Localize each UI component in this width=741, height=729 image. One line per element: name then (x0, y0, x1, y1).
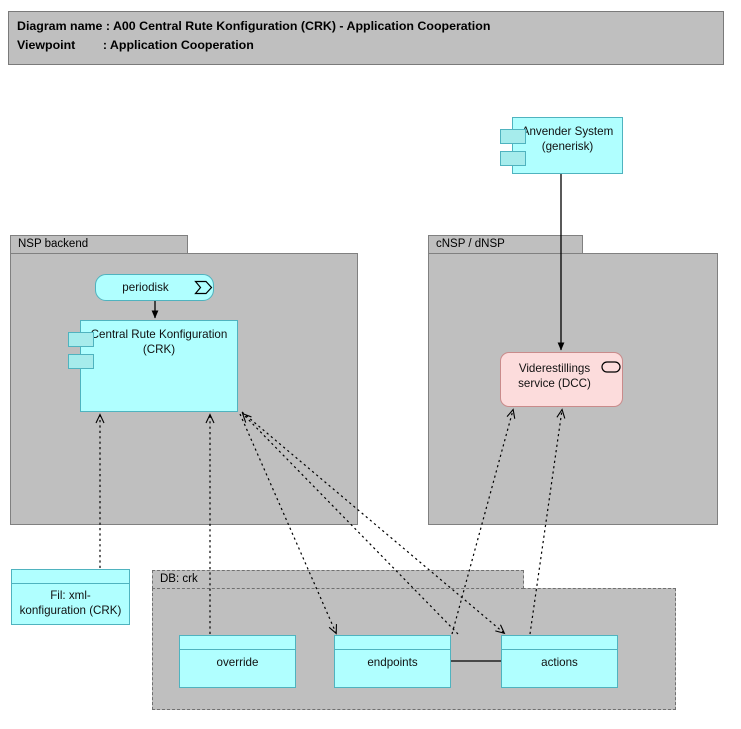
fil-line2: konfiguration (CRK) (19, 604, 122, 617)
actions-header-band (502, 636, 617, 650)
diagram-name-line: Diagram name : A00 Central Rute Konfigur… (17, 19, 491, 33)
component-tab-lower-icon (500, 151, 526, 166)
node-override[interactable]: override (179, 635, 296, 688)
fil-header-band (12, 570, 129, 584)
override-header-band (180, 636, 295, 650)
node-actions[interactable]: actions (501, 635, 618, 688)
anvender-system-line1: Anvender System (521, 125, 614, 138)
override-label: override (216, 656, 259, 669)
group-db-crk-label: DB: crk (152, 570, 524, 589)
crk-line2: (CRK) (142, 343, 176, 356)
group-nsp-backend-label: NSP backend (10, 235, 188, 254)
dcc-line1: Viderestillings (518, 362, 591, 375)
crk-line1: Central Rute Konfiguration (90, 328, 228, 341)
node-viderestillings-service[interactable]: Viderestillings service (DCC) (500, 352, 623, 407)
anvender-system-line2: (generisk) (541, 140, 594, 153)
node-periodisk[interactable]: periodisk (95, 274, 214, 301)
component-tab-lower-icon (68, 354, 94, 369)
node-anvender-system[interactable]: Anvender System (generisk) (500, 117, 623, 174)
component-tab-upper-icon (68, 332, 94, 347)
viewpoint-line: Viewpoint : Application Cooperation (17, 38, 254, 52)
actions-label: actions (541, 656, 578, 669)
group-cnsp-dnsp-label: cNSP / dNSP (428, 235, 583, 254)
node-central-rute-konfiguration[interactable]: Central Rute Konfiguration (CRK) (68, 320, 238, 412)
component-tab-upper-icon (500, 129, 526, 144)
dcc-line2: service (DCC) (518, 377, 591, 390)
endpoints-label: endpoints (367, 656, 418, 669)
diagram-title-banner: Diagram name : A00 Central Rute Konfigur… (8, 11, 724, 65)
periodisk-label: periodisk (122, 281, 169, 294)
fil-line1: Fil: xml- (50, 589, 91, 602)
node-fil-xml-konfiguration[interactable]: Fil: xml- konfiguration (CRK) (11, 569, 130, 625)
endpoints-header-band (335, 636, 450, 650)
node-endpoints[interactable]: endpoints (334, 635, 451, 688)
